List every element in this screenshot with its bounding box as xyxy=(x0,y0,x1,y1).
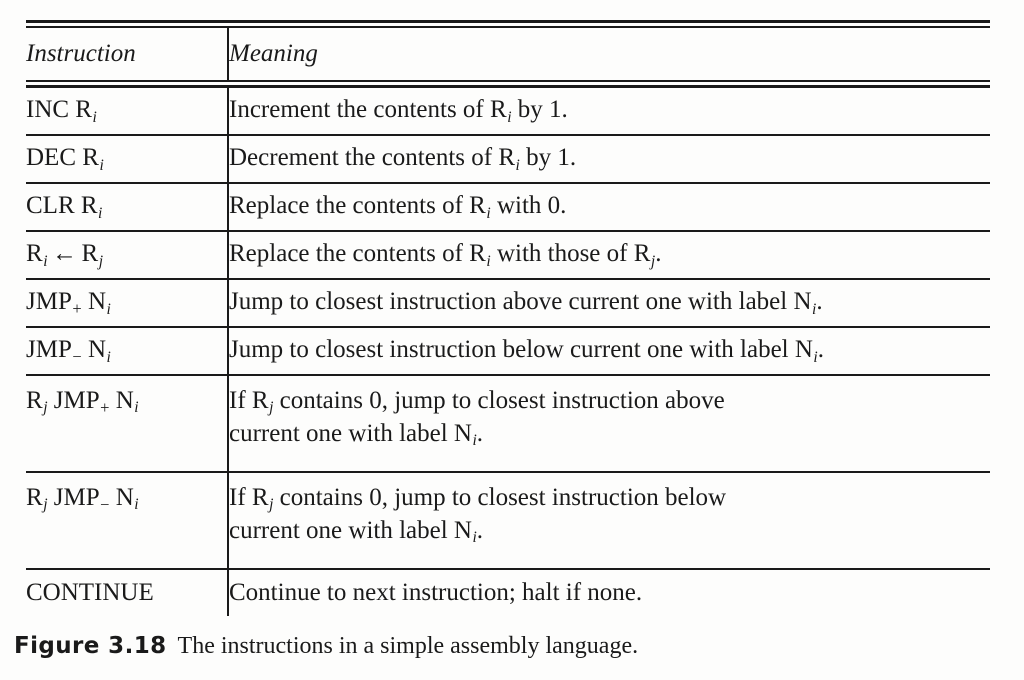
meaning-line: Replace the contents of Ri with 0. xyxy=(229,192,567,222)
instruction-cell: Rj JMP+ Ni xyxy=(26,376,229,471)
meaning-cell: Replace the contents of Ri with those of… xyxy=(228,232,990,278)
table-rule-thin xyxy=(26,568,990,570)
meaning-line: Continue to next instruction; halt if no… xyxy=(229,579,643,606)
instruction-cell: DEC Ri xyxy=(26,136,229,182)
instruction-cell: JMP− Ni xyxy=(26,328,229,374)
rule-line xyxy=(26,85,990,88)
rule-line xyxy=(26,26,990,28)
rule-line xyxy=(26,20,990,23)
table-rule-thin xyxy=(26,182,990,184)
instruction-cell: INC Ri xyxy=(26,88,229,134)
meaning-cell: If Rj contains 0, jump to closest instru… xyxy=(228,473,990,568)
table-rule-thin xyxy=(26,134,990,136)
rule-line xyxy=(26,568,990,570)
meaning-cell: Increment the contents of Ri by 1. xyxy=(228,88,990,134)
table-rule-thin xyxy=(26,278,990,280)
table-rule-thin xyxy=(26,26,990,28)
instruction-cell: CLR Ri xyxy=(26,184,229,230)
instruction-cell: Ri←Rj xyxy=(26,232,229,278)
rule-line xyxy=(26,374,990,376)
meaning-cell: Decrement the contents of Ri by 1. xyxy=(228,136,990,182)
table-rule-thin xyxy=(26,326,990,328)
meaning-line: If Rj contains 0, jump to closest instru… xyxy=(229,387,725,417)
meaning-line: Jump to closest instruction below curren… xyxy=(229,336,824,366)
meaning-cell: Jump to closest instruction above curren… xyxy=(228,280,990,326)
instruction-cell: Rj JMP− Ni xyxy=(26,473,229,568)
meaning-line: Jump to closest instruction above curren… xyxy=(229,288,823,318)
figure-caption: Figure 3.18 The instructions in a simple … xyxy=(14,632,994,661)
column-header-instruction: Instruction xyxy=(26,28,229,80)
rule-line xyxy=(26,326,990,328)
meaning-line: Replace the contents of Ri with those of… xyxy=(229,240,662,270)
rule-line xyxy=(26,230,990,232)
table-rule-thin xyxy=(26,374,990,376)
table-rule-thin xyxy=(26,230,990,232)
meaning-cell: Jump to closest instruction below curren… xyxy=(228,328,990,374)
rule-line xyxy=(26,182,990,184)
table-rule-thin xyxy=(26,471,990,473)
meaning-cell: Replace the contents of Ri with 0. xyxy=(228,184,990,230)
meaning-line: current one with label Ni. xyxy=(229,420,484,450)
meaning-cell: Continue to next instruction; halt if no… xyxy=(228,570,990,616)
column-header-meaning: Meaning xyxy=(229,40,318,67)
rule-line xyxy=(26,471,990,473)
meaning-cell: If Rj contains 0, jump to closest instru… xyxy=(228,376,990,471)
meaning-line: Decrement the contents of Ri by 1. xyxy=(229,144,577,174)
table-rule-thick xyxy=(26,85,990,88)
meaning-line: current one with label Ni. xyxy=(229,517,484,547)
instruction-cell: CONTINUE xyxy=(26,570,229,616)
rule-line xyxy=(26,278,990,280)
meaning-line: Increment the contents of Ri by 1. xyxy=(229,96,568,126)
table-rule-thin xyxy=(26,80,990,82)
rule-line xyxy=(26,134,990,136)
figure-caption-text: The instructions in a simple assembly la… xyxy=(177,633,639,659)
instruction-cell: JMP+ Ni xyxy=(26,280,229,326)
table-rule-thick xyxy=(26,20,990,23)
figure-caption-label: Figure 3.18 xyxy=(14,633,167,659)
meaning-line: If Rj contains 0, jump to closest instru… xyxy=(229,484,727,514)
rule-line xyxy=(26,80,990,82)
